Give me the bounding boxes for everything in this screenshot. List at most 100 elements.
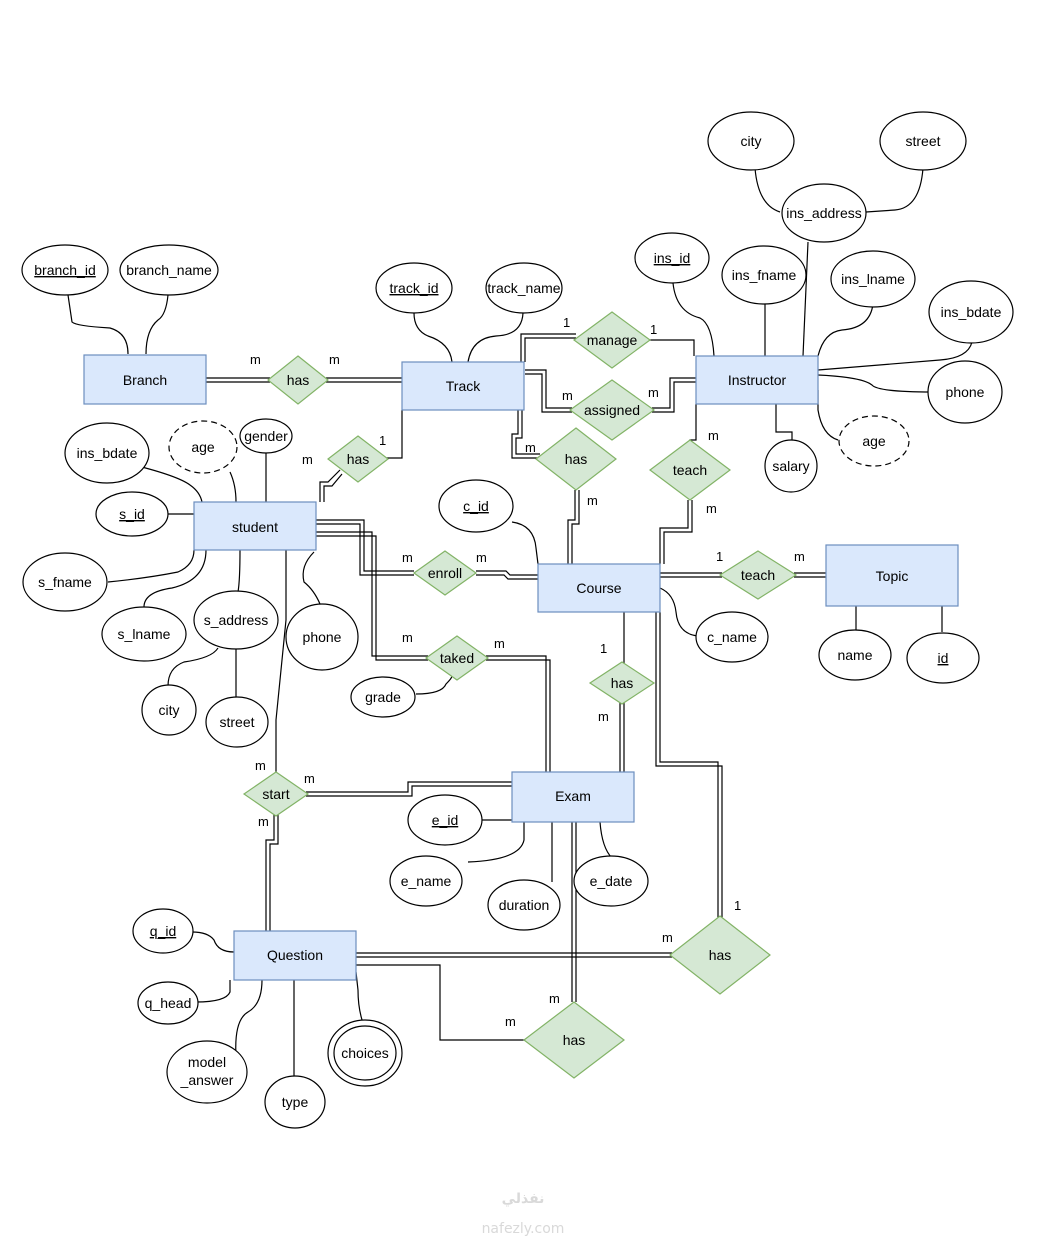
rel-manage[interactable]: manage <box>572 311 652 369</box>
attr-grade[interactable]: grade <box>350 676 416 718</box>
attr-choices[interactable]: choices <box>327 1019 403 1087</box>
entity-course[interactable]: Course <box>537 563 661 613</box>
entity-question[interactable]: Question <box>233 930 357 981</box>
rel-course-question-has[interactable]: has <box>669 915 771 995</box>
card-enroll-student: m <box>402 550 413 565</box>
card-assigned-instructor: m <box>648 385 659 400</box>
rel-taked[interactable]: taked <box>424 635 490 681</box>
attr-s-id[interactable]: s_id <box>95 491 169 537</box>
attr-st-age[interactable]: age <box>168 420 238 474</box>
card-taked-exam: m <box>494 636 505 651</box>
rel-course-question-has-label: has <box>709 947 732 963</box>
rel-instructor-teach[interactable]: teach <box>649 439 731 501</box>
attr-model-answer-line1: model <box>188 1054 226 1070</box>
entity-branch[interactable]: Branch <box>83 354 207 405</box>
attr-e-id[interactable]: e_id <box>407 794 483 846</box>
attr-ins-street[interactable]: street <box>879 111 967 171</box>
card-taked-student: m <box>402 630 413 645</box>
attr-st-bdate-label: ins_bdate <box>77 445 138 461</box>
line-student-age <box>229 471 237 503</box>
attr-track-name[interactable]: track_name <box>485 262 563 314</box>
attr-q-id-label: q_id <box>150 923 176 939</box>
entity-track[interactable]: Track <box>401 361 525 411</box>
rel-track-course-has[interactable]: has <box>535 427 617 491</box>
attr-ins-lname[interactable]: ins_lname <box>830 250 916 308</box>
attr-ins-lname-label: ins_lname <box>841 271 905 287</box>
line-teach-course <box>659 500 693 564</box>
card-start-student: m <box>255 758 266 773</box>
attr-ins-salary[interactable]: salary <box>764 439 818 493</box>
attr-st-street[interactable]: street <box>205 696 269 748</box>
card-track-has-student-track: 1 <box>379 433 386 448</box>
rel-manage-label: manage <box>587 332 638 348</box>
card-branch-has-left: m <box>250 352 261 367</box>
line-start-question <box>265 814 279 932</box>
entity-exam[interactable]: Exam <box>511 771 635 823</box>
attr-model-answer[interactable]: model _answer <box>166 1040 248 1104</box>
attr-topic-id[interactable]: id <box>906 632 980 684</box>
line-student-s-address <box>237 549 241 593</box>
attr-model-answer-line2: _answer <box>180 1072 234 1088</box>
entity-instructor-label: Instructor <box>728 372 787 388</box>
card-topic-teach-topic: m <box>794 549 805 564</box>
attr-ins-address-label: ins_address <box>786 205 862 221</box>
attr-track-id[interactable]: track_id <box>375 262 453 314</box>
attr-branch-name[interactable]: branch_name <box>119 244 219 296</box>
attr-ins-id[interactable]: ins_id <box>634 232 710 284</box>
attr-ins-city-label: city <box>741 133 762 149</box>
attr-ins-phone-label: phone <box>946 384 985 400</box>
rel-enroll-label: enroll <box>428 565 462 581</box>
attr-c-id[interactable]: c_id <box>438 479 514 533</box>
attr-s-lname[interactable]: s_lname <box>101 606 187 662</box>
card-start-question: m <box>258 814 269 829</box>
rel-track-student-has[interactable]: has <box>327 435 389 483</box>
attr-q-id[interactable]: q_id <box>132 908 194 954</box>
watermark-url: nafezly.com <box>482 1221 565 1237</box>
line-student-taked <box>316 531 428 661</box>
entity-instructor[interactable]: Instructor <box>695 355 819 405</box>
entity-student[interactable]: student <box>193 501 317 551</box>
attr-topic-name[interactable]: name <box>818 629 892 681</box>
attr-ins-fname[interactable]: ins_fname <box>721 245 807 305</box>
attr-e-date[interactable]: e_date <box>573 855 649 907</box>
attr-q-head[interactable]: q_head <box>137 981 199 1025</box>
attr-st-bdate[interactable]: ins_bdate <box>64 422 150 484</box>
rel-topic-teach[interactable]: teach <box>718 550 798 600</box>
rel-branch-track-has[interactable]: has <box>267 355 329 405</box>
attr-ins-bdate-label: ins_bdate <box>941 304 1002 320</box>
entity-track-label: Track <box>446 378 481 394</box>
attr-ins-phone[interactable]: phone <box>927 360 1003 424</box>
attr-st-gender[interactable]: gender <box>239 418 293 454</box>
line-taked-exam <box>486 655 551 772</box>
attr-ins-city[interactable]: city <box>707 111 795 171</box>
entity-topic[interactable]: Topic <box>825 544 959 607</box>
line-has-question-2 <box>356 964 526 1041</box>
rel-enroll[interactable]: enroll <box>412 550 478 596</box>
rel-assigned[interactable]: assigned <box>568 379 656 441</box>
attr-s-fname[interactable]: s_fname <box>22 552 108 612</box>
attr-duration[interactable]: duration <box>487 879 561 931</box>
rel-start-label: start <box>262 786 289 802</box>
entity-student-label: student <box>232 519 278 535</box>
rel-course-exam-has[interactable]: has <box>588 661 656 705</box>
attr-ins-address[interactable]: ins_address <box>781 183 867 243</box>
attr-ins-bdate[interactable]: ins_bdate <box>928 280 1014 344</box>
line-start-exam <box>306 781 512 797</box>
card-eq-has-question: m <box>505 1014 516 1029</box>
attr-type[interactable]: type <box>264 1075 326 1129</box>
attr-c-name[interactable]: c_name <box>695 611 769 663</box>
attr-branch-id[interactable]: branch_id <box>21 244 109 296</box>
line-student-s-fname <box>107 549 195 583</box>
rel-exam-question-has[interactable]: has <box>523 1001 625 1079</box>
attr-e-name[interactable]: e_name <box>389 855 463 907</box>
attr-ins-age[interactable]: age <box>838 415 910 467</box>
line-manage-instructor <box>648 339 695 356</box>
attr-s-address[interactable]: s_address <box>193 590 279 650</box>
attr-ins-street-label: street <box>905 133 940 149</box>
attr-st-phone[interactable]: phone <box>285 603 359 671</box>
line-instructor-salary <box>775 404 793 444</box>
attr-st-city[interactable]: city <box>141 684 197 736</box>
rel-start[interactable]: start <box>242 771 310 817</box>
line-branch-branch-id <box>67 294 129 355</box>
line-question-q-id <box>191 931 235 953</box>
